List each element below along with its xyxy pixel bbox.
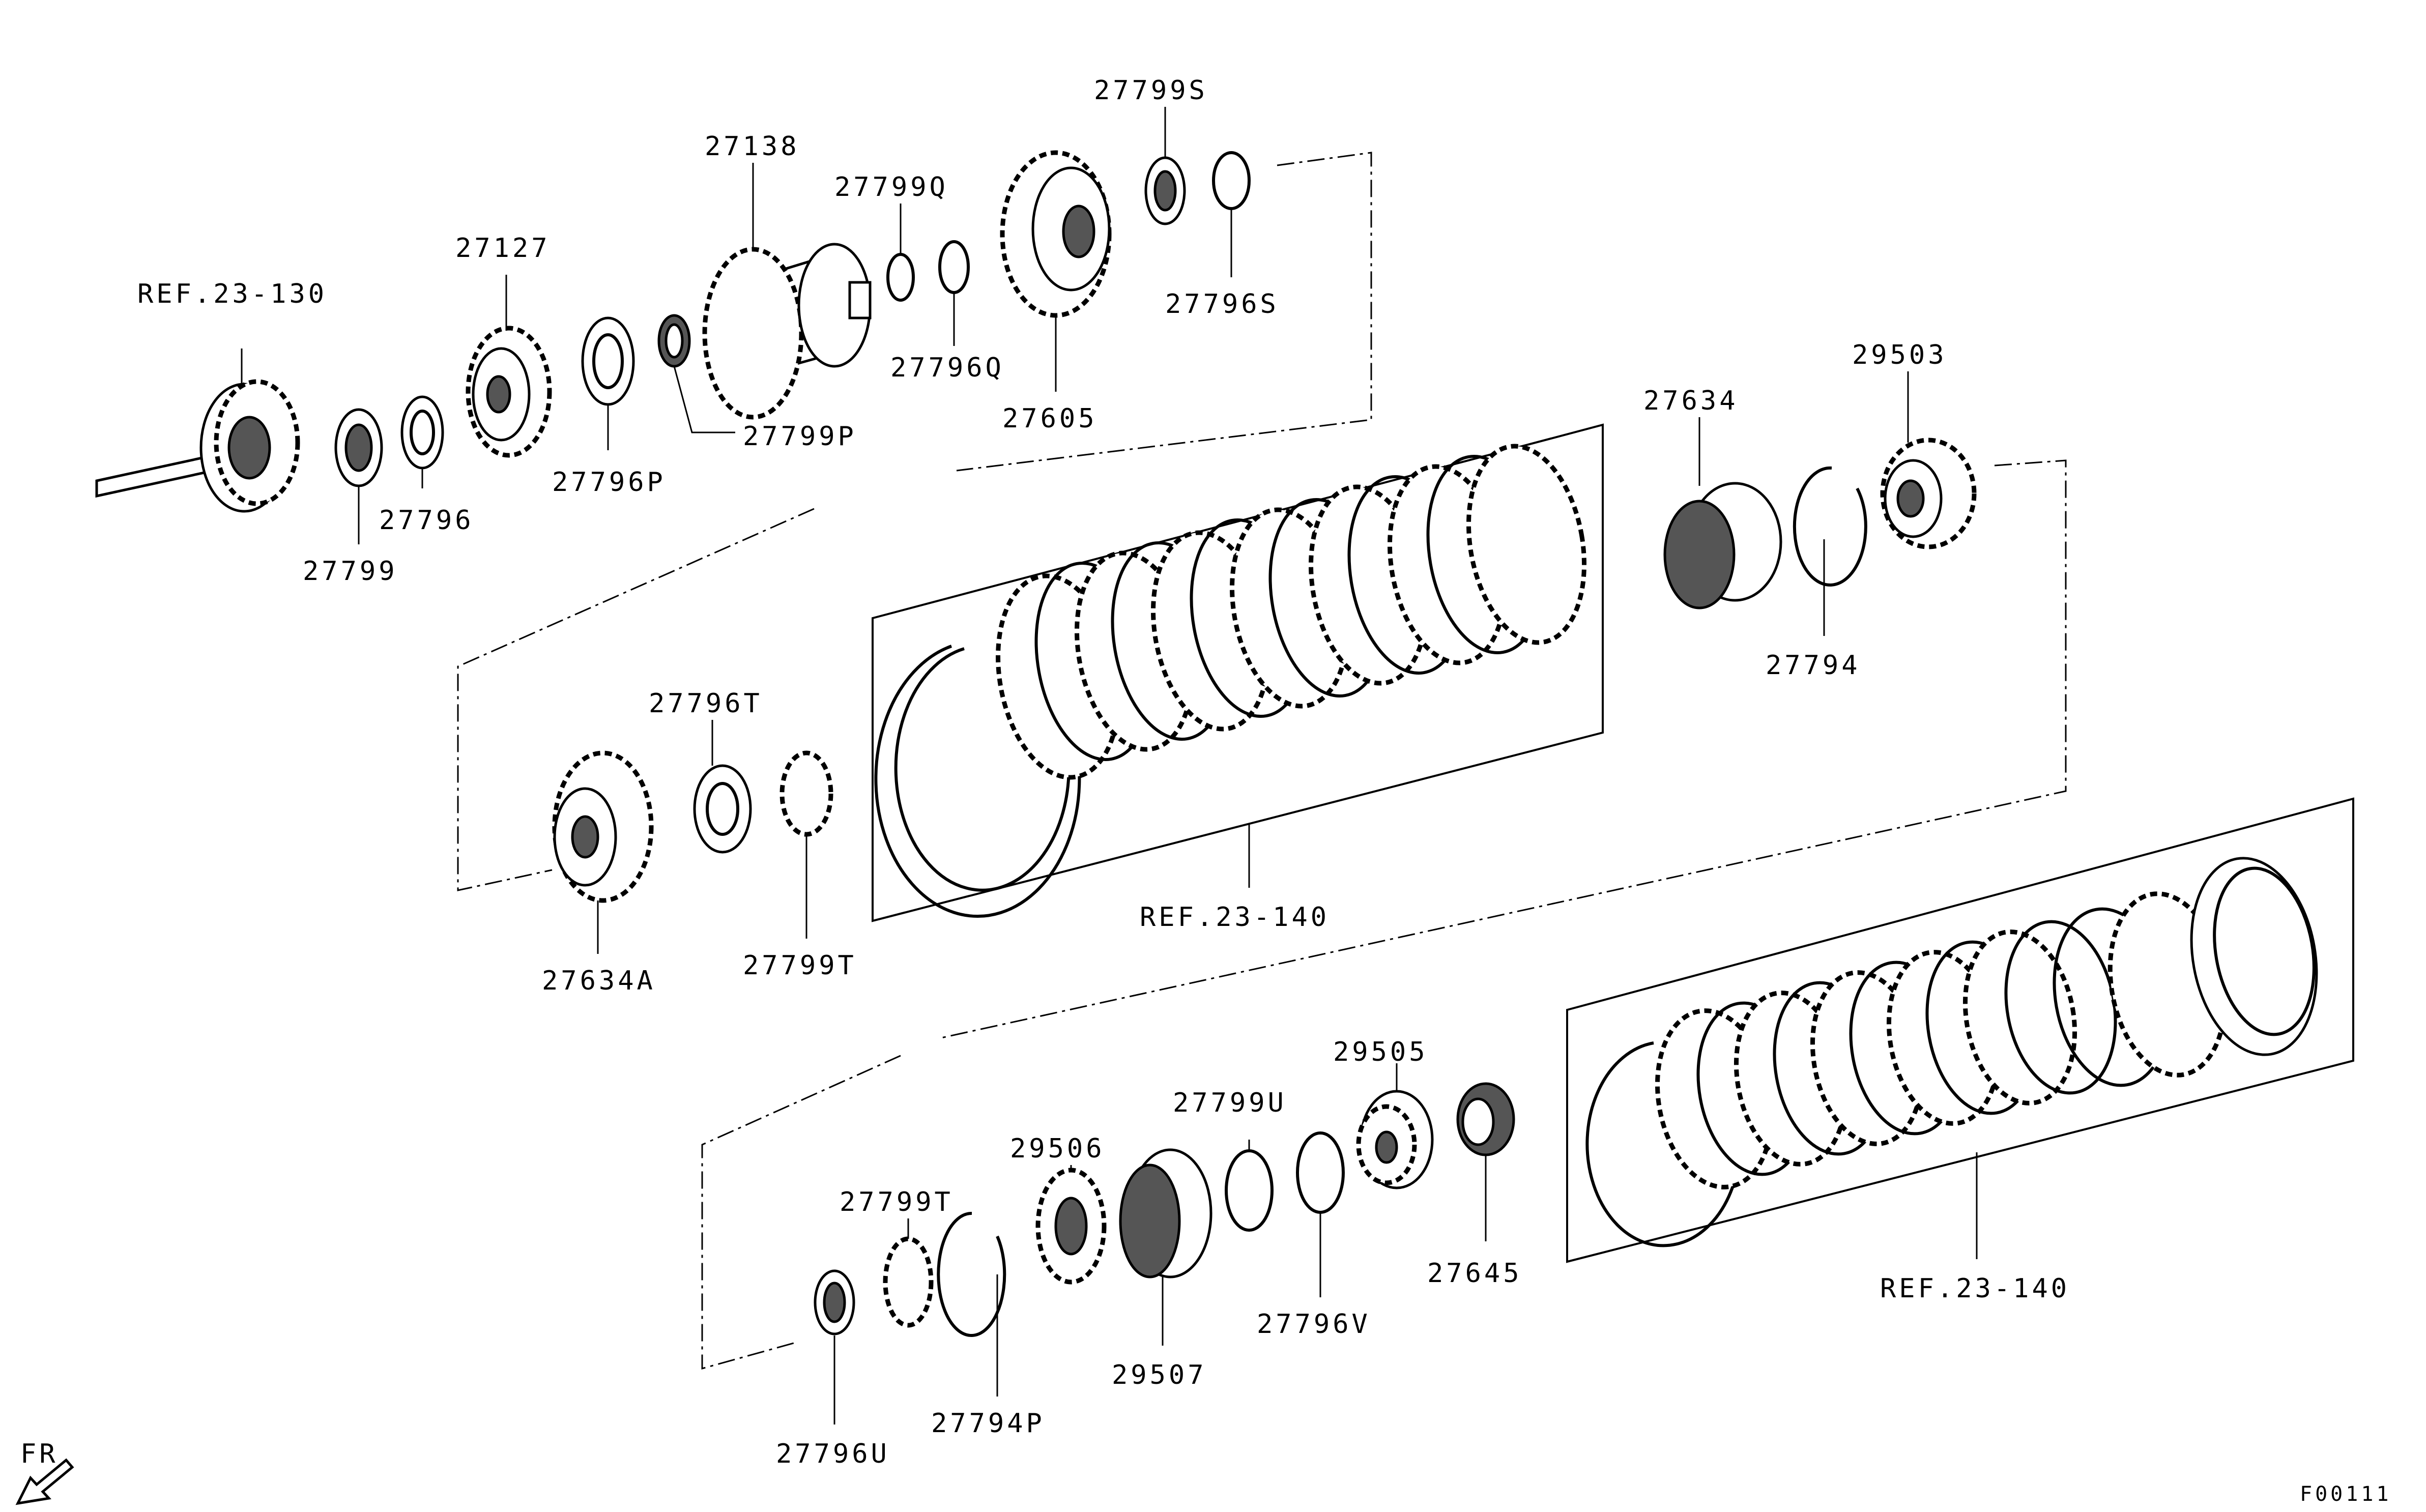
label-27794P: 27794P (931, 1408, 1045, 1439)
thrust-washer-27799 (334, 408, 383, 487)
gear-29506 (1035, 1168, 1107, 1285)
needle-bearing-27645 (1456, 1082, 1515, 1156)
thrust-washer-27799U (1225, 1149, 1274, 1232)
label-ref-23-130: REF.23-130 (137, 279, 327, 309)
label-27796U: 27796U (776, 1439, 890, 1469)
thrust-washer-27799S (1144, 156, 1186, 225)
label-29506: 29506 (1010, 1133, 1105, 1164)
front-indicator: FR (15, 1439, 74, 1505)
label-27799T-lower: 27799T (840, 1187, 954, 1217)
clutch-pack-box-lower (1566, 797, 2354, 1263)
label-27799T-upper: 27799T (743, 950, 857, 981)
label-27605: 27605 (1002, 403, 1098, 434)
sun-gear-27634A (552, 750, 654, 903)
label-27634A: 27634A (542, 966, 656, 996)
front-arrow-icon (15, 1458, 74, 1505)
label-27799: 27799 (303, 556, 398, 587)
snap-ring-27794 (1793, 466, 1867, 587)
label-27796S: 27796S (1165, 289, 1279, 319)
drum-27138 (702, 243, 872, 420)
planetary-carrier-27605 (1000, 150, 1112, 318)
label-27796V: 27796V (1257, 1309, 1371, 1340)
label-27796Q: 27796Q (890, 353, 1004, 383)
thrust-washer-27799Q (886, 253, 915, 302)
thrust-washer-27799P (657, 314, 691, 368)
thrust-bearing-27796Q (938, 240, 970, 294)
thrust-bearing-27796V (1296, 1131, 1345, 1214)
leader-lines (241, 107, 1978, 1424)
thrust-bearing-27796T (693, 764, 752, 854)
label-27796: 27796 (379, 505, 474, 536)
label-ref-23-140-lower: REF.23-140 (1880, 1273, 2070, 1304)
label-27796P: 27796P (552, 467, 666, 498)
label-27794: 27794 (1766, 650, 1861, 681)
part-labels: REF.23-130 27799 27796 27127 27796P 2779… (137, 75, 2070, 1469)
label-29505: 29505 (1333, 1037, 1428, 1067)
figure-id: F00111 (2300, 1482, 2392, 1506)
label-ref-23-140-upper: REF.23-140 (1140, 902, 1330, 933)
assembly-guide-lines (457, 152, 2067, 1370)
label-27796T: 27796T (649, 688, 763, 719)
thrust-washer-27799T-upper (779, 750, 833, 837)
annulus-gear-27634 (1663, 482, 1782, 609)
clutch-pack-box-upper (872, 423, 1604, 922)
label-27799S: 27799S (1094, 75, 1208, 106)
thrust-bearing-27796P (581, 316, 635, 406)
label-29503: 29503 (1852, 340, 1947, 370)
gear-29503 (1880, 438, 1977, 549)
carrier-29505 (1356, 1090, 1434, 1189)
label-27138: 27138 (705, 131, 800, 162)
label-27799P: 27799P (743, 421, 857, 452)
snap-ring-27794P (937, 1211, 1006, 1337)
front-label: FR (20, 1439, 59, 1469)
label-27127: 27127 (455, 233, 551, 264)
thrust-bearing-27796S (1212, 151, 1251, 210)
thrust-washer-27799T-lower (883, 1236, 934, 1328)
clutch-plates-lower (1585, 857, 2318, 1247)
label-29507: 29507 (1112, 1360, 1207, 1390)
input-shaft-assembly (95, 379, 300, 513)
label-27799Q: 27799Q (834, 172, 948, 202)
label-27634: 27634 (1643, 386, 1739, 416)
clutch-plates-upper (874, 444, 1586, 918)
hub-27127 (466, 326, 552, 458)
thrust-bearing-27796U (814, 1269, 855, 1335)
thrust-bearing-27796 (400, 395, 444, 470)
label-27799U: 27799U (1173, 1088, 1287, 1118)
ring-gear-29507 (1119, 1148, 1212, 1278)
label-27645: 27645 (1427, 1258, 1522, 1289)
